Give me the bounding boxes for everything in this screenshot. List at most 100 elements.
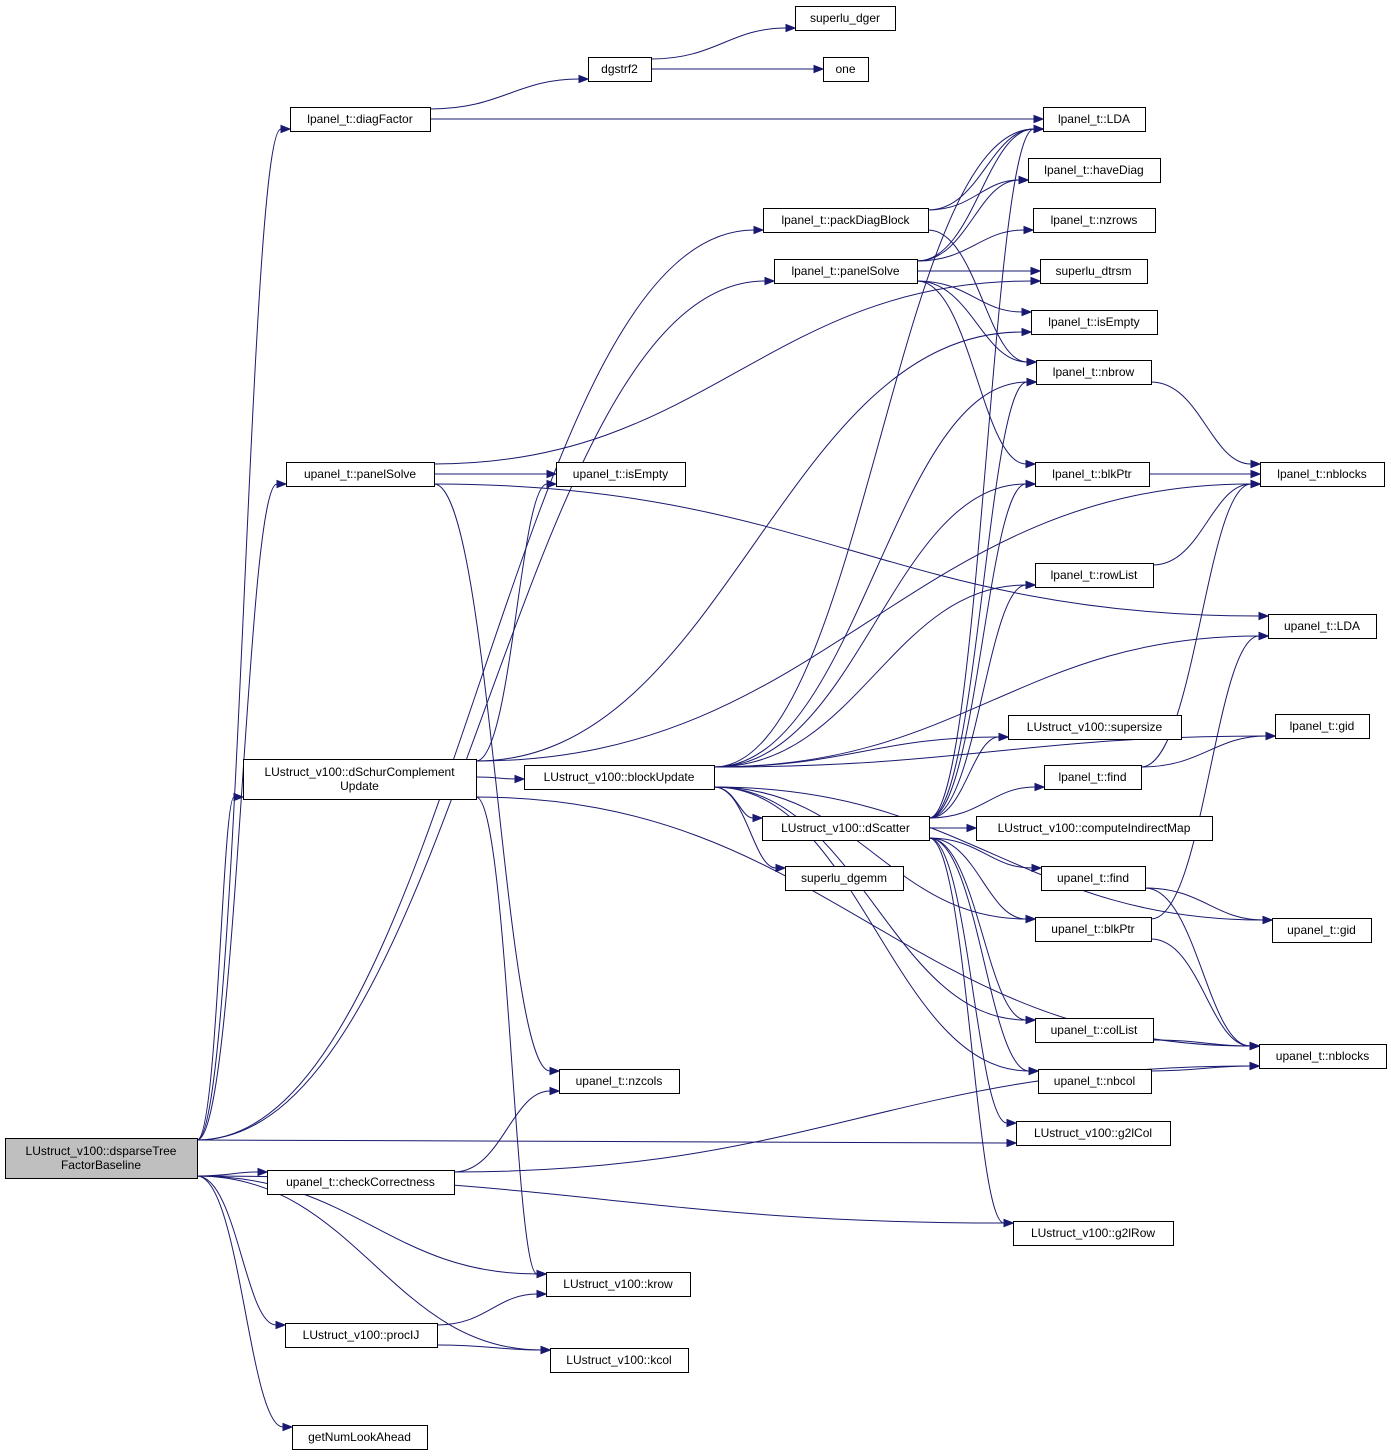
node-label: upanel_t::nbcol: [1054, 1074, 1135, 1088]
node-box: [286, 462, 435, 487]
node-label: FactorBaseline: [61, 1158, 141, 1172]
edge-root-to-kcol: [196, 1175, 542, 1351]
node-lp-haveDiag[interactable]: lpanel_t::haveDiag: [1028, 158, 1161, 183]
node-label: upanel_t::gid: [1287, 923, 1356, 937]
node-label: LUstruct_v100::supersize: [1027, 720, 1163, 734]
node-lp-nzrows[interactable]: lpanel_t::nzrows: [1033, 208, 1156, 233]
node-label: lpanel_t::nzrows: [1051, 213, 1138, 227]
edge-dgstrf2-to-superlu-dger: [650, 27, 787, 60]
node-up-LDA[interactable]: upanel_t::LDA: [1268, 614, 1377, 639]
edge-schur-to-up-isEmpty: [475, 483, 548, 762]
node-label: lpanel_t::rowList: [1051, 568, 1138, 582]
node-up-nblocks[interactable]: upanel_t::nblocks: [1259, 1044, 1387, 1069]
node-up-colList[interactable]: upanel_t::colList: [1035, 1018, 1154, 1043]
edge-schur-to-lp-isEmpty: [475, 331, 1023, 762]
edge-up-checkCorrectness-to-up-nzcols: [453, 1090, 551, 1173]
arrowhead: [1033, 114, 1045, 124]
node-up-nbcol[interactable]: upanel_t::nbcol: [1038, 1069, 1152, 1094]
node-label: LUstruct_v100::g2lCol: [1034, 1126, 1152, 1140]
node-label: getNumLookAhead: [308, 1430, 411, 1444]
node-g2lRow[interactable]: LUstruct_v100::g2lRow: [1013, 1221, 1174, 1246]
node-lp-rowList[interactable]: lpanel_t::rowList: [1035, 563, 1154, 588]
node-lp-packDiagBlock[interactable]: lpanel_t::packDiagBlock: [763, 208, 929, 233]
arrowhead: [1021, 327, 1033, 337]
node-box: [1041, 866, 1146, 891]
arrowhead: [549, 1086, 561, 1096]
edge-dScatter-to-up-nbcol: [928, 837, 1030, 1072]
node-computeIndirectMap[interactable]: LUstruct_v100::computeIndirectMap: [976, 816, 1213, 841]
node-box: [1272, 918, 1372, 943]
node-box: [546, 1272, 691, 1297]
node-superlu-dger[interactable]: superlu_dger: [795, 6, 896, 31]
arrowhead: [282, 1422, 294, 1432]
node-one[interactable]: one: [823, 57, 869, 82]
node-lp-LDA[interactable]: lpanel_t::LDA: [1043, 107, 1146, 132]
edge-up-find-to-up-nblocks: [1144, 887, 1251, 1047]
edge-root-to-up-panelSolve: [196, 483, 278, 1141]
node-up-checkCorrectness[interactable]: upanel_t::checkCorrectness: [267, 1170, 455, 1195]
arrowhead: [540, 1345, 552, 1355]
node-krow[interactable]: LUstruct_v100::krow: [546, 1272, 691, 1297]
node-kcol[interactable]: LUstruct_v100::kcol: [550, 1348, 689, 1373]
edge-dScatter-to-supersize: [928, 736, 1000, 819]
node-box: [1013, 1221, 1174, 1246]
edge-dScatter-to-up-blkPtr: [928, 837, 1027, 920]
node-box: [1260, 462, 1385, 487]
node-superlu-dgemm[interactable]: superlu_dgemm: [785, 866, 904, 891]
node-superlu-dtrsm[interactable]: superlu_dtrsm: [1040, 259, 1148, 284]
node-label: Update: [340, 779, 379, 793]
arrowhead: [813, 64, 825, 74]
arrowhead: [233, 792, 245, 802]
edge-root-to-lp-packDiagBlock: [196, 229, 755, 1141]
arrowhead: [257, 1167, 269, 1177]
edge-up-find-to-up-gid: [1144, 887, 1264, 921]
node-g2lCol[interactable]: LUstruct_v100::g2lCol: [1016, 1121, 1171, 1146]
node-up-panelSolve[interactable]: upanel_t::panelSolve: [286, 462, 435, 487]
node-lp-isEmpty[interactable]: lpanel_t::isEmpty: [1031, 310, 1158, 335]
node-box: [1035, 462, 1150, 487]
node-label: LUstruct_v100::blockUpdate: [544, 770, 695, 784]
node-up-isEmpty[interactable]: upanel_t::isEmpty: [556, 462, 686, 487]
node-lp-nbrow[interactable]: lpanel_t::nbrow: [1036, 360, 1152, 385]
edge-lp-nbrow-to-lp-nblocks: [1150, 381, 1252, 465]
arrowhead: [1250, 459, 1262, 469]
edge-schur-to-blockUpdate: [475, 776, 516, 780]
arrowhead: [536, 1289, 548, 1299]
node-box: [795, 6, 896, 31]
node-up-blkPtr[interactable]: upanel_t::blkPtr: [1035, 917, 1152, 942]
node-box: [1043, 107, 1146, 132]
node-procIJ[interactable]: LUstruct_v100::procIJ: [285, 1323, 438, 1348]
node-label: lpanel_t::nblocks: [1277, 467, 1366, 481]
edge-root-to-lp-diagFactor: [196, 128, 282, 1141]
node-box: [292, 1425, 428, 1450]
arrowhead: [1262, 915, 1274, 925]
edge-up-blkPtr-to-up-LDA: [1150, 635, 1260, 920]
edge-schur-to-lp-nblocks: [475, 483, 1252, 762]
arrowhead: [1258, 631, 1270, 641]
node-lp-gid[interactable]: lpanel_t::gid: [1275, 714, 1370, 739]
node-getNumLookAhead[interactable]: getNumLookAhead: [292, 1425, 428, 1450]
node-dgstrf2[interactable]: dgstrf2: [588, 57, 652, 82]
node-lp-diagFactor[interactable]: lpanel_t::diagFactor: [290, 107, 431, 132]
edge-dScatter-to-up-find: [928, 837, 1033, 869]
node-lp-find[interactable]: lpanel_t::find: [1044, 765, 1142, 790]
edge-lp-panelSolve-to-lp-haveDiag: [916, 179, 1020, 262]
node-box: [285, 1323, 438, 1348]
node-up-find[interactable]: upanel_t::find: [1041, 866, 1146, 891]
node-supersize[interactable]: LUstruct_v100::supersize: [1008, 715, 1182, 740]
node-box: [556, 462, 686, 487]
node-blockUpdate[interactable]: LUstruct_v100::blockUpdate: [524, 765, 715, 790]
arrowhead: [514, 774, 526, 784]
edge-root-to-lp-panelSolve: [196, 280, 766, 1141]
node-dScatter[interactable]: LUstruct_v100::dScatter: [762, 816, 930, 841]
edge-blockUpdate-to-up-gid: [713, 786, 1264, 921]
node-lp-panelSolve[interactable]: lpanel_t::panelSolve: [774, 259, 918, 284]
node-box: [1035, 917, 1152, 942]
node-lp-nblocks[interactable]: lpanel_t::nblocks: [1260, 462, 1385, 487]
node-box: [290, 107, 431, 132]
node-lp-blkPtr[interactable]: lpanel_t::blkPtr: [1035, 462, 1150, 487]
node-up-gid[interactable]: upanel_t::gid: [1272, 918, 1372, 943]
node-up-nzcols[interactable]: upanel_t::nzcols: [559, 1069, 680, 1094]
